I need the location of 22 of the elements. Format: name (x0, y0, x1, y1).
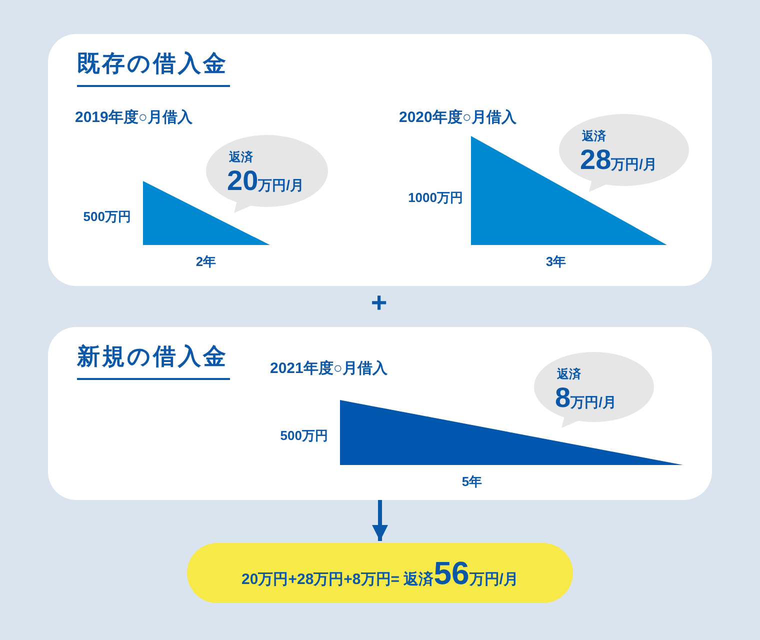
amount-label: 500万円 (83, 208, 131, 226)
panel-card (48, 34, 712, 286)
term-label: 2年 (196, 253, 216, 271)
loan-heading: 2021年度○月借入 (270, 359, 388, 378)
bubble-caption: 返済 (229, 149, 253, 166)
term-label: 3年 (546, 253, 566, 271)
term-label: 5年 (462, 473, 482, 491)
loan-heading: 2020年度○月借入 (399, 108, 516, 127)
repayment-amount: 28万円/月 (580, 144, 658, 176)
total-text: 20万円+28万円+8万円= 返済56万円/月 (242, 554, 518, 592)
amount-label: 1000万円 (408, 189, 463, 207)
panel-card (48, 327, 712, 500)
plus-sign: + (370, 289, 388, 317)
repayment-amount: 8万円/月 (555, 382, 616, 414)
bubble-caption: 返済 (557, 366, 581, 383)
section-heading: 新規の借入金 (77, 341, 230, 380)
repayment-amount: 20万円/月 (227, 165, 304, 197)
loan-heading: 2019年度○月借入 (75, 108, 192, 127)
bubble-caption: 返済 (582, 128, 606, 145)
arrow (372, 500, 388, 541)
section-heading: 既存の借入金 (77, 48, 230, 87)
amount-label: 500万円 (280, 427, 328, 445)
